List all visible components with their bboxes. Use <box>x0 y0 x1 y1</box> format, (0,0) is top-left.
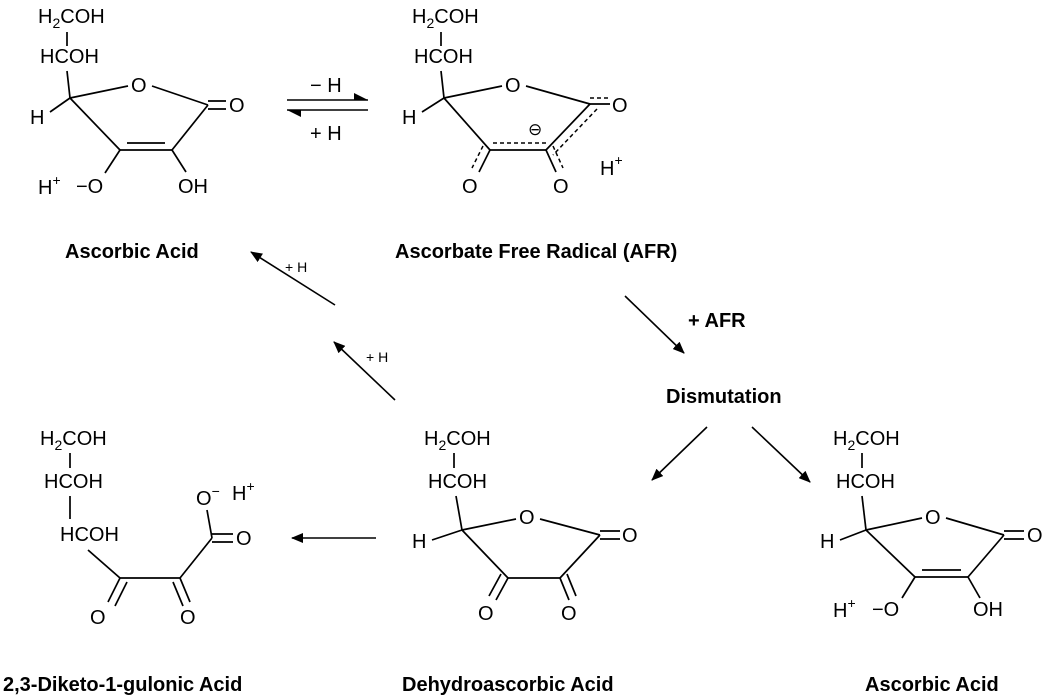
label-ascorbate-free-radical: Ascorbate Free Radical (AFR) <box>395 241 677 263</box>
h-atom: H <box>30 107 44 129</box>
carbonyl-oxygen: O <box>622 525 638 547</box>
choh-group-1: HCOH <box>44 471 103 493</box>
h-plus: H+ <box>232 478 255 505</box>
ch2oh-group: H2COH <box>38 6 105 31</box>
plus-h-lower-label: + H <box>366 349 388 365</box>
dismutation-arrows <box>651 426 811 483</box>
molecule-ascorbate-free-radical: H2COH HCOH O O H O O ⊖ H+ Ascorbate Free… <box>395 6 677 263</box>
plus-h-upper-label: + H <box>285 259 307 275</box>
h-atom: H <box>412 531 426 553</box>
choh-group-2: HCOH <box>60 524 119 546</box>
plus-h-label: + H <box>310 123 342 145</box>
carbonyl-oxygen: O <box>229 95 245 117</box>
molecule-dehydroascorbic-acid: H2COH HCOH O O H O O Dehydroascorbic Aci… <box>402 428 638 696</box>
ch2oh-group: H2COH <box>412 6 479 31</box>
equilibrium-arrows: − H + H <box>287 75 368 145</box>
label-dehydroascorbic-acid: Dehydroascorbic Acid <box>402 674 614 696</box>
label-ascorbic-acid-bottom: Ascorbic Acid <box>865 674 999 696</box>
label-ascorbic-acid-top: Ascorbic Acid <box>65 241 199 263</box>
radical-charge: ⊖ <box>528 120 542 139</box>
carboxylate-oxygen: O− <box>196 483 220 510</box>
right-oxygen: O <box>553 176 569 198</box>
ch2oh-group: H2COH <box>424 428 491 453</box>
label-diketo-gulonic-acid: 2,3-Diketo-1-gulonic Acid <box>3 674 242 696</box>
keto-oxygen-2: O <box>180 607 196 629</box>
ring-oxygen: O <box>519 507 535 529</box>
h-plus: H+ <box>833 595 856 622</box>
carbonyl-oxygen: O <box>236 528 252 550</box>
carbonyl-oxygen: O <box>1027 525 1043 547</box>
ch2oh-group: H2COH <box>833 428 900 453</box>
molecule-ascorbic-acid-bottom: H2COH HCOH O O H H+ −O OH Ascorbic Acid <box>820 428 1043 696</box>
ch2oh-group: H2COH <box>40 428 107 453</box>
hydroxyl-group: OH <box>973 599 1003 621</box>
choh-group: HCOH <box>428 471 487 493</box>
plus-afr-label: + AFR <box>688 310 746 332</box>
molecule-diketo-gulonic-acid: H2COH HCOH HCOH O− H+ O O O 2,3-Diketo-1… <box>3 428 255 696</box>
ring-oxygen: O <box>131 75 147 97</box>
right-oxygen: O <box>561 603 577 625</box>
choh-group: HCOH <box>414 46 473 68</box>
keto-oxygen-1: O <box>90 607 106 629</box>
choh-group: HCOH <box>836 471 895 493</box>
arrow-afr-to-dismutation: + AFR <box>624 295 746 354</box>
left-oxygen: O <box>478 603 494 625</box>
h-plus: H+ <box>38 172 61 199</box>
hydroxyl-group: OH <box>178 176 208 198</box>
o-minus: −O <box>76 176 103 198</box>
choh-group: HCOH <box>40 46 99 68</box>
molecule-ascorbic-acid-top: H2COH HCOH O O H H+ −O OH Ascorbic Acid <box>30 6 245 263</box>
h-atom: H <box>402 107 416 129</box>
minus-h-label: − H <box>310 75 342 97</box>
dismutation-label: Dismutation <box>666 386 782 408</box>
reduction-arrows: + H + H <box>250 251 396 401</box>
left-oxygen: O <box>462 176 478 198</box>
o-minus: −O <box>872 599 899 621</box>
ring-oxygen: O <box>505 75 521 97</box>
ring-oxygen: O <box>925 507 941 529</box>
h-plus: H+ <box>600 152 623 180</box>
carbonyl-oxygen: O <box>612 95 628 117</box>
h-atom: H <box>820 531 834 553</box>
